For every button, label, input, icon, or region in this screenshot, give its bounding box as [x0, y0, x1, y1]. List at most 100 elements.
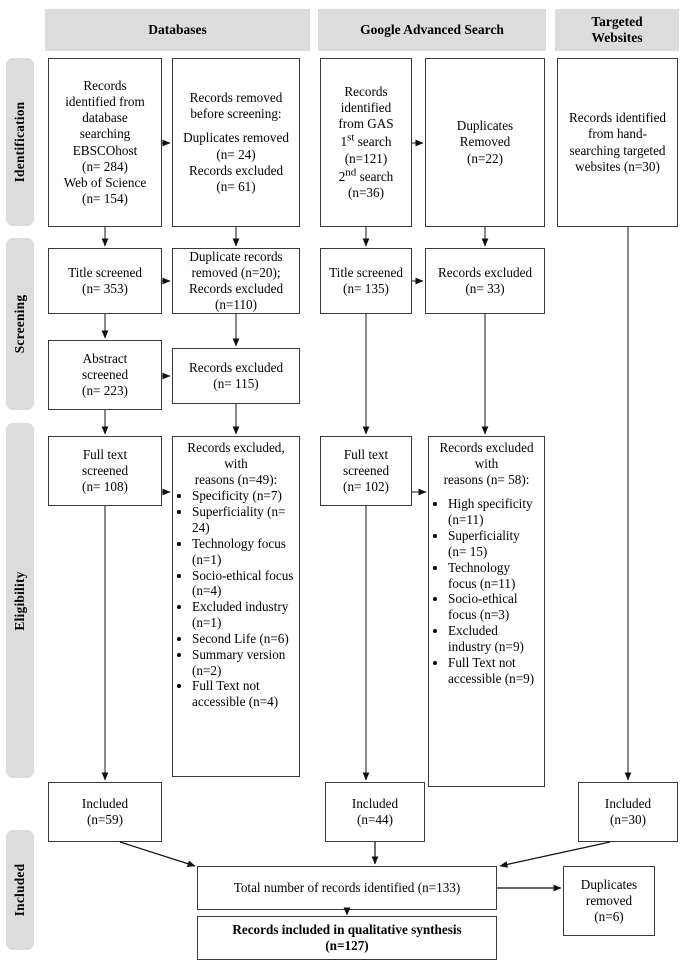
- line: Included: [604, 795, 652, 811]
- line: Records included in qualitative synthesi…: [232, 921, 462, 937]
- line: Included: [81, 795, 129, 811]
- line: (n= 284): [82, 158, 128, 174]
- box-web-included: Included (n=30): [578, 782, 678, 842]
- line: removed (n=20);: [191, 264, 281, 280]
- box-db-abstract-records-excluded: Records excluded (n= 115): [172, 348, 300, 404]
- box-gas-records-excluded-text: Records excluded (n= 33): [430, 265, 540, 297]
- line: database: [82, 110, 128, 126]
- line: Abstract: [82, 350, 128, 366]
- line: (n= 353): [82, 281, 128, 296]
- line: screened: [342, 462, 390, 478]
- box-gas-included-text: Included (n=44): [330, 796, 420, 828]
- line: (n= 154): [82, 190, 128, 206]
- line: (n= 108): [82, 479, 128, 495]
- box-web-included-text: Included (n=30): [583, 796, 673, 828]
- column-header-google-advanced-search-label: Google Advanced Search: [360, 21, 504, 37]
- line: reasons (n= 58):: [443, 472, 530, 488]
- arrow-webincluded-to-total: [499, 841, 611, 868]
- line: screened: [81, 366, 129, 382]
- line: (n= 61): [216, 178, 256, 194]
- reason-item: Full Text not accessible (n=4): [192, 678, 295, 710]
- box-gas-records-identified-text: Records identified from GAS 1st search (…: [325, 84, 407, 201]
- box-final-duplicates-removed-text: Duplicates removed (n=6): [568, 877, 650, 925]
- reason-item: Superficiality (n= 24): [192, 504, 295, 536]
- line: from GAS: [338, 115, 394, 131]
- reason-item: Socio-ethical focus (n=3): [448, 591, 540, 623]
- line: (n=36): [347, 185, 384, 201]
- line: reasons (n=49):: [194, 472, 278, 488]
- line: Title screened: [329, 264, 403, 280]
- spacer: [433, 488, 540, 496]
- stage-label-eligibility: Eligibility: [6, 423, 34, 778]
- box-records-removed-before-screening-text: Records removed before screening: Duplic…: [177, 90, 295, 195]
- box-db-abstract-records-excluded-text: Records excluded (n= 115): [177, 360, 295, 392]
- box-db-duplicate-records-removed: Duplicate records removed (n=20); Record…: [172, 248, 300, 314]
- line: from hand-: [588, 126, 647, 142]
- box-db-title-screened: Title screened (n= 353): [48, 248, 162, 314]
- reason-item: Technology focus (n=1): [192, 536, 295, 568]
- line: EBSCOhost: [72, 142, 138, 158]
- column-header-databases: Databases: [45, 9, 310, 51]
- line: searching targeted: [569, 142, 666, 158]
- line: Records excluded: [439, 440, 534, 455]
- box-gas-duplicates-removed: Duplicates Removed (n=22): [425, 58, 545, 227]
- column-header-databases-label: Databases: [148, 21, 207, 37]
- line: Removed: [459, 134, 511, 150]
- line: Title screened: [68, 264, 142, 280]
- line: (n= 223): [82, 383, 128, 399]
- line: Records excluded: [188, 281, 284, 296]
- line: screened: [81, 462, 129, 478]
- line: (n=6): [594, 909, 624, 925]
- line: (n= 115): [213, 376, 259, 391]
- box-db-duplicate-records-removed-text: Duplicate records removed (n=20); Record…: [177, 249, 295, 313]
- line: websites (n=30): [575, 158, 660, 174]
- reason-item: Excluded industry (n=9): [448, 623, 540, 655]
- line: Full text: [82, 446, 128, 462]
- box-total-records-identified-text: Total number of records identified (n=13…: [202, 880, 492, 896]
- box-gas-title-screened: Title screened (n= 135): [320, 248, 412, 314]
- box-gas-records-identified: Records identified from GAS 1st search (…: [320, 58, 412, 227]
- spacer: [177, 122, 295, 130]
- line: searching: [79, 126, 131, 142]
- box-db-records-excluded-with-reasons-content: Records excluded, with reasons (n=49): S…: [177, 440, 295, 710]
- reason-item: Socio-ethical focus (n=4): [192, 568, 295, 600]
- column-header-google-advanced-search: Google Advanced Search: [318, 9, 546, 51]
- box-db-abstract-screened: Abstract screened (n= 223): [48, 340, 162, 410]
- box-db-included: Included (n=59): [48, 782, 162, 842]
- line: Full text: [343, 446, 389, 462]
- line: Total number of records identified (n=13…: [233, 879, 461, 895]
- reasons-heading: Records excluded, with reasons (n=49):: [177, 440, 295, 488]
- line: Duplicates: [580, 876, 638, 892]
- line: identified: [340, 99, 392, 115]
- line: (n=110): [214, 297, 258, 313]
- line: with: [474, 456, 499, 472]
- box-gas-full-text-screened-text: Full text screened (n= 102): [325, 447, 407, 495]
- box-db-full-text-screened-text: Full text screened (n= 108): [53, 447, 157, 495]
- box-db-records-excluded-with-reasons: Records excluded, with reasons (n=49): S…: [172, 436, 300, 777]
- line: (n=59): [86, 812, 123, 827]
- stage-label-screening-text: Screening: [12, 294, 27, 354]
- stage-label-included: Included: [6, 830, 34, 950]
- reason-item: Second Life (n=6): [192, 631, 295, 647]
- line-second-search: 2nd search: [338, 166, 394, 185]
- box-db-title-screened-text: Title screened (n= 353): [53, 265, 157, 297]
- line: Duplicates removed: [183, 130, 289, 146]
- line: Web of Science: [63, 174, 147, 190]
- box-gas-duplicates-removed-text: Duplicates Removed (n=22): [430, 118, 540, 166]
- stage-label-screening: Screening: [6, 238, 34, 410]
- reasons-heading: Records excluded with reasons (n= 58):: [433, 440, 540, 488]
- box-records-included-qualitative-synthesis: Records included in qualitative synthesi…: [197, 916, 497, 960]
- reason-item: Superficiality (n= 15): [448, 528, 540, 560]
- line: Records: [344, 83, 388, 99]
- stage-label-eligibility-text: Eligibility: [12, 570, 27, 631]
- box-gas-included: Included (n=44): [325, 782, 425, 842]
- line: Duplicate records: [189, 248, 283, 264]
- line: before screening:: [190, 106, 282, 122]
- line: (n=121): [344, 150, 388, 166]
- line: (n=30): [609, 812, 646, 827]
- line: Records excluded,: [187, 440, 285, 455]
- line: (n= 102): [343, 479, 389, 495]
- box-hand-searching-identified-text: Records identified from hand- searching …: [562, 110, 673, 174]
